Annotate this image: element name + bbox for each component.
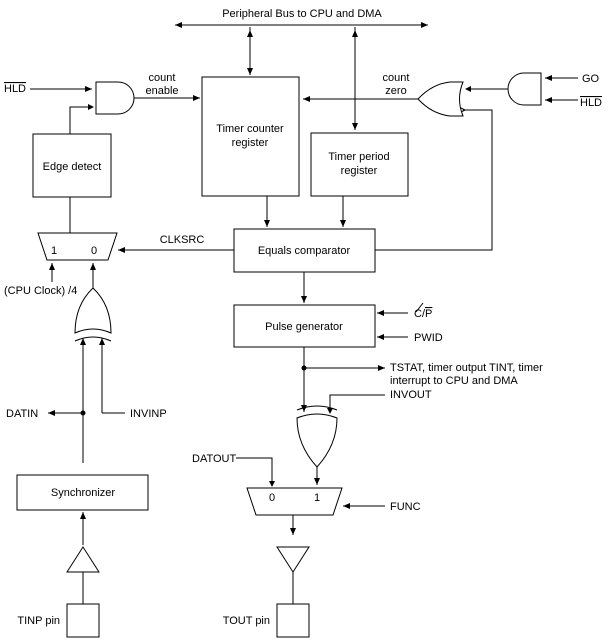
hld-right-label: HLD bbox=[580, 97, 602, 109]
peripheral-bus: Peripheral Bus to CPU and DMA bbox=[175, 8, 428, 28]
count-zero-or-gate bbox=[417, 81, 464, 117]
output-buffer-icon bbox=[276, 546, 310, 573]
datout-label: DATOUT bbox=[192, 453, 236, 465]
synchronizer bbox=[16, 474, 149, 511]
synchronizer-label: Synchronizer bbox=[51, 487, 116, 499]
timer-counter-label-2: register bbox=[232, 137, 269, 149]
tinp-pin-label: TINP pin bbox=[17, 615, 60, 627]
count-enable-label-1: count bbox=[149, 72, 176, 84]
equals-comparator-label: Equals comparator bbox=[258, 245, 351, 257]
invout-label: INVOUT bbox=[390, 389, 432, 401]
pulse-generator-label: Pulse generator bbox=[265, 321, 343, 333]
tout-pin bbox=[276, 603, 310, 638]
datin-label: DATIN bbox=[6, 408, 38, 420]
tinp-pin bbox=[66, 603, 100, 638]
clock-mux-in1: 1 bbox=[51, 245, 57, 257]
datout-line bbox=[236, 457, 273, 485]
clock-mux-in0: 0 bbox=[91, 245, 97, 257]
count-enable-label-2: enable bbox=[145, 85, 178, 97]
timer-period-label-1: Timer period bbox=[328, 151, 389, 163]
timer-counter-label-1: Timer counter bbox=[216, 123, 284, 135]
count-zero-label-1: count bbox=[383, 72, 410, 84]
edge-to-and-line bbox=[69, 106, 92, 134]
tout-pin-label: TOUT pin bbox=[223, 615, 270, 627]
clock-source-mux bbox=[37, 232, 118, 261]
tstat-label-1: TSTAT, timer output TINT, timer bbox=[390, 362, 543, 374]
timer-period-label-2: register bbox=[341, 165, 378, 177]
count-zero-label-2: zero bbox=[385, 85, 406, 97]
bus-label: Peripheral Bus to CPU and DMA bbox=[222, 8, 382, 20]
output-mux-in1: 1 bbox=[314, 492, 320, 504]
pwid-label: PWID bbox=[414, 332, 443, 344]
timer-period-register bbox=[310, 132, 409, 197]
invout-xor-gate bbox=[296, 405, 338, 468]
invout-line bbox=[329, 394, 385, 412]
clksrc-label: CLKSRC bbox=[160, 234, 205, 246]
edge-detect bbox=[32, 133, 112, 198]
count-enable-and-gate bbox=[95, 81, 135, 115]
input-buffer-icon bbox=[66, 546, 100, 573]
go-label: GO bbox=[582, 73, 600, 85]
pulse-generator bbox=[233, 304, 376, 348]
timer-counter-register bbox=[201, 76, 300, 197]
invinp-xor-gate bbox=[74, 287, 112, 342]
tstat-label-2: interrupt to CPU and DMA bbox=[390, 375, 518, 387]
go-and-gate bbox=[507, 72, 542, 106]
edge-detect-label: Edge detect bbox=[43, 161, 102, 173]
cp-bar-label: P bbox=[425, 308, 432, 320]
invinp-label: INVINP bbox=[130, 408, 167, 420]
comparator-feedback bbox=[375, 109, 493, 251]
func-label: FUNC bbox=[390, 501, 421, 513]
output-mux bbox=[246, 487, 343, 516]
hld-left-label: HLD bbox=[4, 83, 26, 95]
output-mux-in0: 0 bbox=[269, 492, 275, 504]
cp-label: C/P bbox=[414, 308, 432, 320]
cpu-clock-label: (CPU Clock) /4 bbox=[4, 285, 77, 297]
